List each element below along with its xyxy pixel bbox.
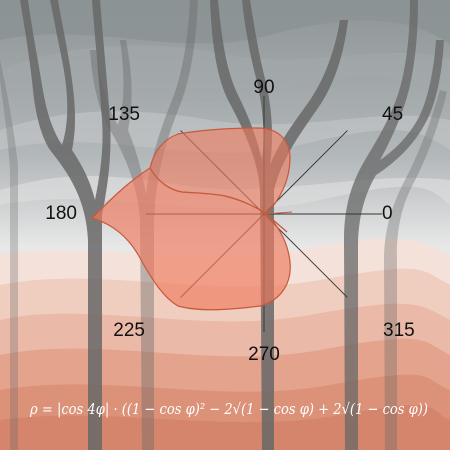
angle-label-90: 90 [253,77,274,98]
angle-label-270: 270 [248,344,280,365]
polar-formula: ρ = |cos 4φ| · ((1 − cos φ)² − 2√(1 − co… [29,400,428,418]
angle-label-180: 180 [45,203,77,224]
leaf [90,127,293,311]
angle-label-225: 225 [113,320,145,341]
angle-label-315: 315 [383,320,415,341]
angle-label-0: 0 [382,203,393,224]
leaf-upper-lobe [149,127,291,215]
leaf-stem [265,213,288,233]
angle-labels: 0 45 90 135 180 225 270 315 [45,77,414,365]
angle-label-135: 135 [108,104,140,125]
ground-bands [0,238,450,450]
angle-label-45: 45 [382,104,403,125]
